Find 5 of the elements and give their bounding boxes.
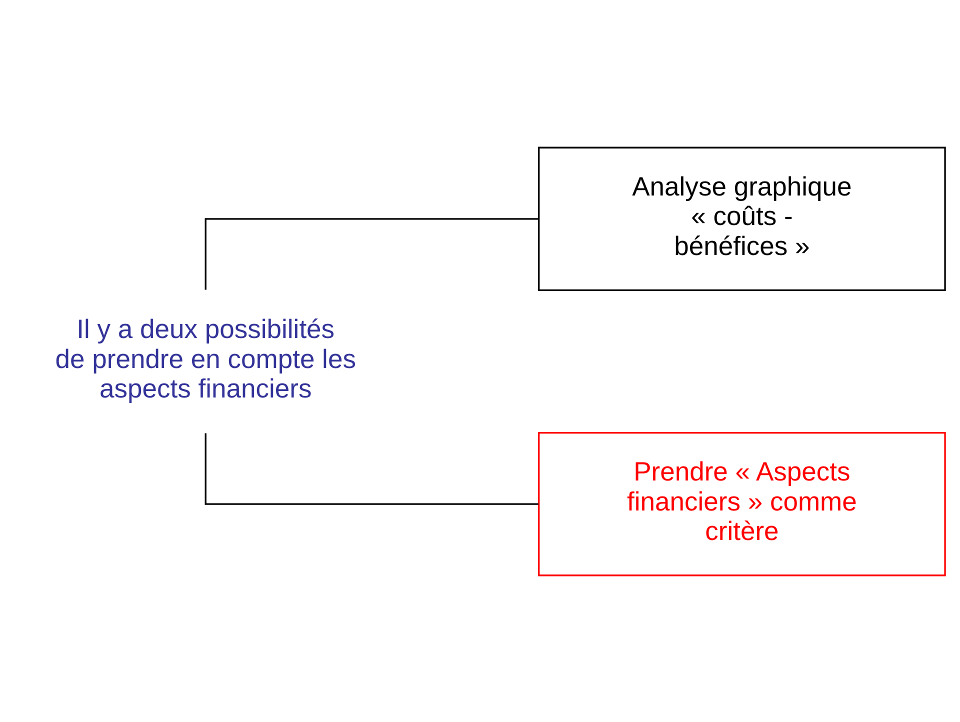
- node-box: Analyse graphique « coûts - bénéfices »: [538, 146, 946, 291]
- connector: [204, 218, 538, 290]
- node-text: Il y a deux possibilités de prendre en compte les aspects financiers: [55, 313, 356, 404]
- node-box: Prendre « Aspects financiers » comme critère: [538, 431, 946, 576]
- connector: [204, 432, 538, 504]
